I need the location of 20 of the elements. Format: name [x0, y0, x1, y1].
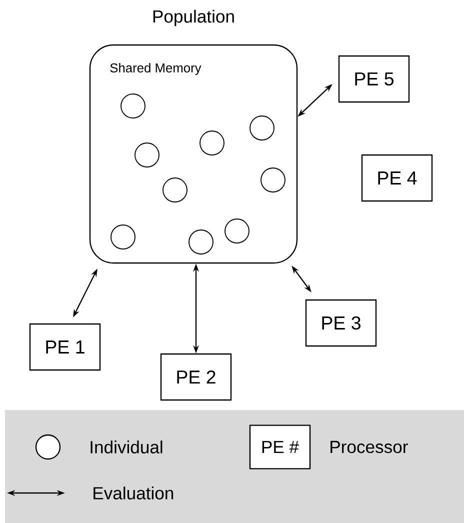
processor-box: PE 2	[160, 353, 232, 401]
processor-box: PE 4	[361, 154, 433, 202]
legend-label: Individual	[90, 440, 162, 454]
individual-circle	[162, 178, 188, 202]
individual-circle	[260, 168, 286, 192]
processor-box: PE 5	[338, 55, 410, 103]
individual-circle	[120, 94, 146, 118]
individual-circle	[110, 224, 136, 250]
individual-circle	[224, 218, 250, 244]
legend-label: Processor	[330, 440, 408, 454]
processor-box: PE 1	[29, 323, 101, 371]
individual-circle	[250, 116, 274, 140]
heading: Population	[153, 10, 234, 26]
legend-label: Evaluation	[94, 486, 174, 500]
individual-circle	[188, 230, 214, 254]
processor-box: PE 3	[305, 299, 377, 347]
memory-box: Shared Memory	[89, 44, 298, 264]
individual-circle	[134, 142, 160, 168]
individual-circle	[200, 130, 224, 156]
legend-box: PE #	[249, 424, 311, 470]
